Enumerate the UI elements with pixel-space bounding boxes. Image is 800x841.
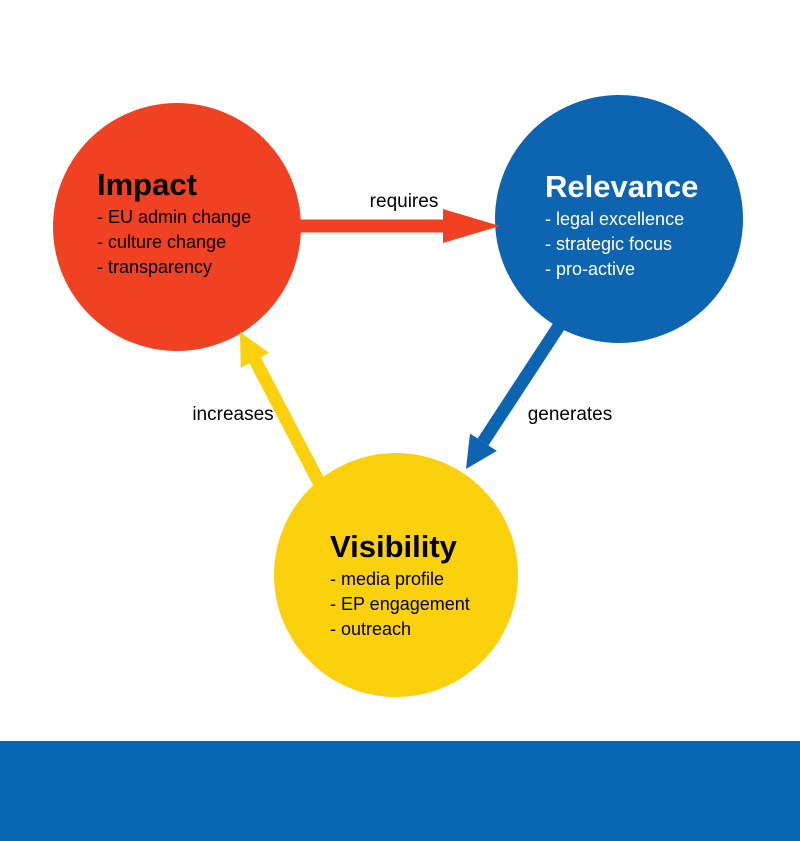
node-impact-bullet: - transparency — [97, 257, 213, 277]
node-relevance-bullet: - strategic focus — [545, 234, 673, 254]
arrow-label-increases: increases — [192, 404, 274, 425]
arrow-generates — [466, 322, 565, 469]
node-visibility-title: Visibility — [330, 529, 457, 564]
arrow-label-requires: requires — [369, 191, 439, 212]
node-relevance-bullet: - legal excellence — [545, 209, 685, 229]
node-impact-bullet: - culture change — [97, 232, 227, 252]
arrow-requires — [295, 209, 500, 243]
node-impact-bullet: - EU admin change — [97, 207, 252, 227]
arrow-label-generates: generates — [527, 404, 613, 425]
node-visibility-bullet: - outreach — [330, 619, 412, 639]
node-impact-title: Impact — [97, 167, 197, 202]
node-visibility-bullet: - media profile — [330, 569, 445, 589]
node-relevance-title: Relevance — [545, 169, 699, 204]
node-relevance: Relevance - legal excellence - strategic… — [495, 95, 743, 343]
node-visibility-bullet: - EP engagement — [330, 594, 470, 614]
node-visibility: Visibility - media profile - EP engageme… — [274, 453, 518, 697]
node-relevance-bullet: - pro-active — [545, 259, 636, 279]
footer-bar: European Ombudsman www.ombudsman.europa.… — [0, 741, 800, 841]
node-impact: Impact - EU admin change - culture chang… — [53, 103, 301, 351]
